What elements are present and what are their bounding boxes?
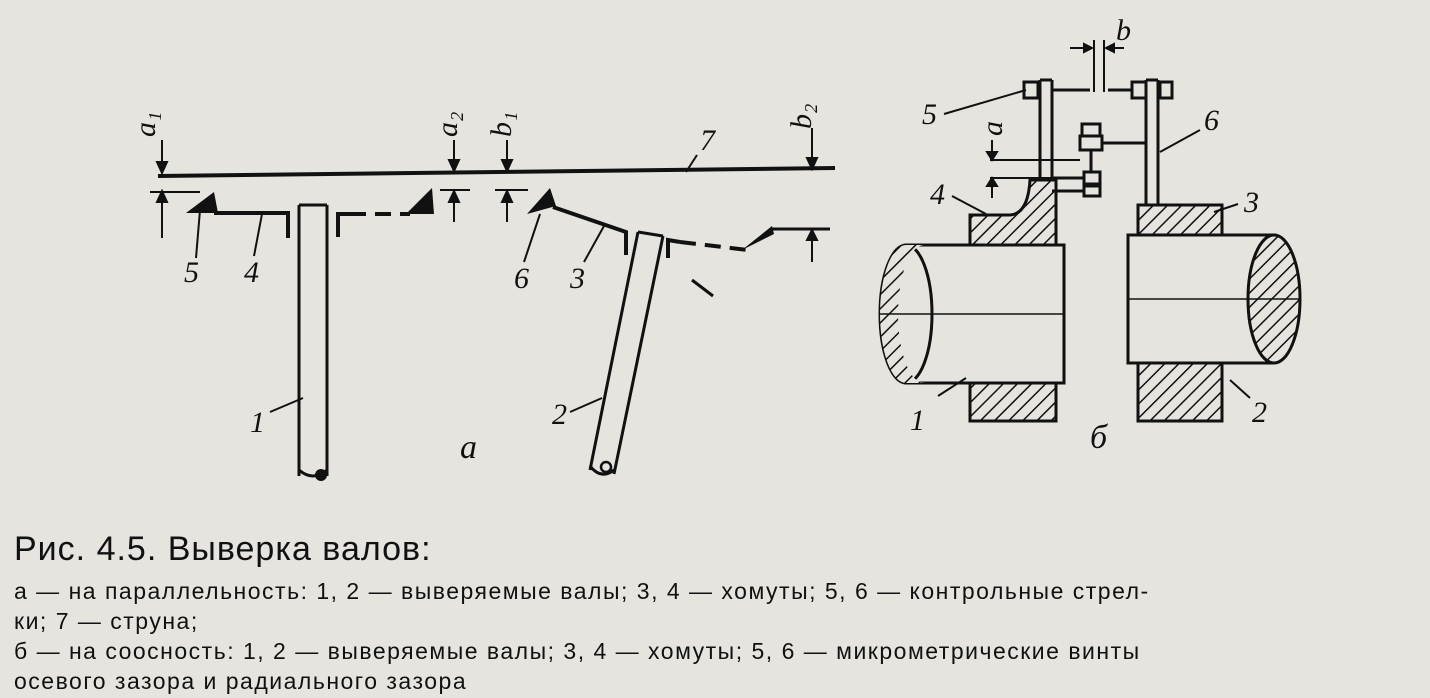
shaft-1-vertical — [297, 203, 329, 478]
clamp-3 — [552, 205, 628, 255]
label-a1: a₁ — [129, 112, 162, 137]
label-3-b: 3 — [1243, 186, 1259, 219]
clamp-4-hub — [968, 178, 1058, 423]
tilt-arrow — [691, 278, 714, 298]
clamp-3-hub — [1136, 203, 1224, 423]
label-5-a: 5 — [184, 256, 199, 289]
part-b-coaxiality: b a 5 6 4 3 1 2 б — [878, 14, 1302, 456]
shaft-1-end — [315, 469, 327, 481]
dashed-bracket-1 — [336, 212, 410, 237]
dim-a2 — [440, 140, 470, 222]
string-line — [157, 166, 836, 178]
label-2-b: 2 — [1252, 396, 1267, 429]
label-b1: b₁ — [485, 112, 518, 137]
screw-5-axial — [1022, 80, 1174, 100]
shaft-2-tilted — [588, 230, 665, 476]
label-3-a: 3 — [569, 262, 585, 295]
shaft-2-horizontal — [1126, 233, 1302, 365]
label-7: 7 — [700, 124, 717, 157]
caption-line-3: б — на соосность: 1, 2 — выверяемые валы… — [14, 638, 1141, 664]
figure-caption: Рис. 4.5. Выверка валов: а — на параллел… — [14, 528, 1419, 696]
label-2-a: 2 — [552, 398, 567, 431]
leaders-b — [937, 89, 1251, 399]
dim-b1 — [495, 140, 528, 222]
label-a2: a₂ — [431, 112, 464, 137]
screw-6-radial — [1052, 122, 1146, 198]
dim-a1 — [150, 140, 200, 238]
control-arrow-5 — [186, 192, 218, 213]
label-4-a: 4 — [244, 256, 259, 289]
panel-letter-a: а — [460, 429, 477, 466]
shaft-alignment-figure: a₁ a₂ b₁ b₂ 7 5 4 6 3 1 2 а — [129, 14, 1302, 481]
shaft-2-end — [599, 460, 613, 474]
label-b: b — [1116, 14, 1131, 47]
label-4-b: 4 — [930, 178, 945, 211]
label-a: a — [976, 121, 1009, 136]
caption-line-1: а — на параллельность: 1, 2 — выверяемые… — [14, 578, 1150, 604]
arrow-b2-triangle — [742, 226, 774, 250]
arrow-a2-triangle — [406, 188, 434, 214]
caption-line-4: осевого зазора и радиального зазора — [14, 668, 468, 694]
clamp-4-left — [214, 211, 290, 238]
part-a-parallelism: a₁ a₂ b₁ b₂ 7 5 4 6 3 1 2 а — [129, 104, 836, 481]
control-arrow-6 — [527, 188, 556, 214]
panel-letter-b: б — [1090, 419, 1109, 456]
dim-b — [1070, 40, 1124, 92]
dashed-bracket-2 — [666, 237, 749, 258]
label-1-a: 1 — [250, 406, 265, 439]
label-b2: b₂ — [785, 104, 818, 129]
label-6-a: 6 — [514, 262, 529, 295]
dim-a — [985, 140, 1080, 198]
label-1-b: 1 — [910, 404, 925, 437]
dim-b2 — [805, 128, 819, 262]
caption-line-2: ки; 7 — струна; — [14, 608, 199, 634]
label-6-b: 6 — [1204, 104, 1219, 137]
leaders-a — [195, 154, 698, 413]
caption-title: Рис. 4.5. Выверка валов: — [14, 530, 432, 568]
shaft-1-horizontal — [878, 243, 1066, 385]
label-5-b: 5 — [922, 98, 937, 131]
